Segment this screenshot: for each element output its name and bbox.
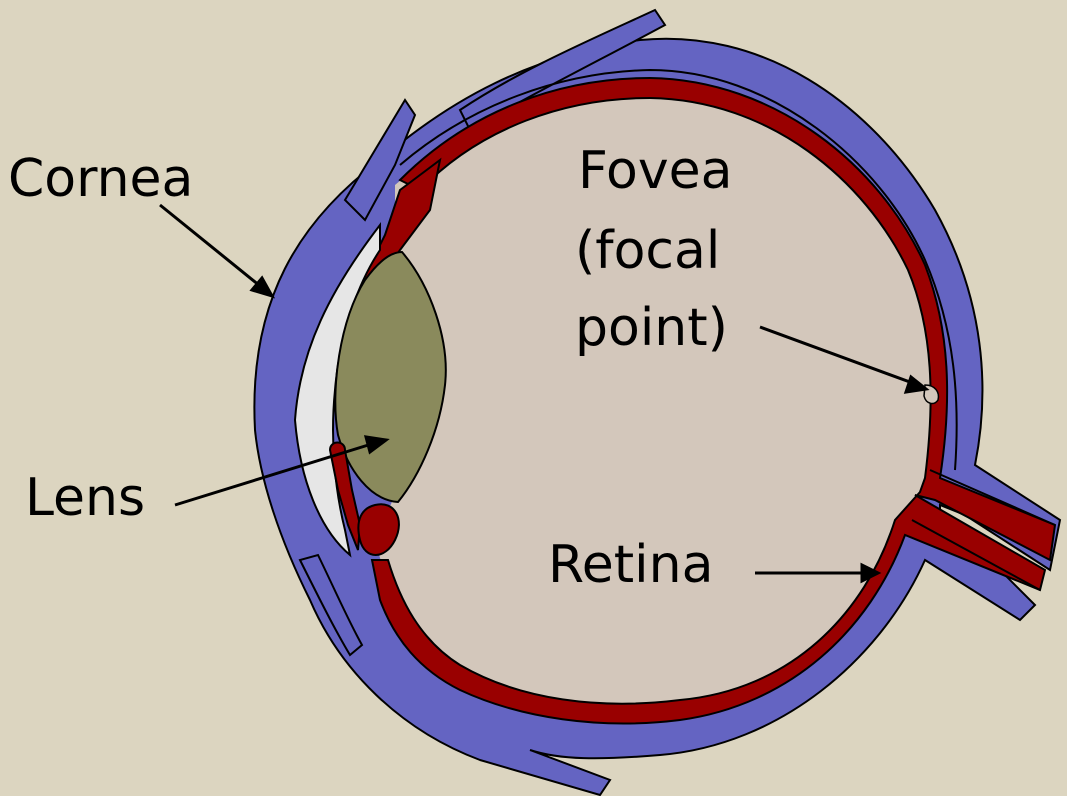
fovea-label-line3: point) [575, 298, 728, 358]
cornea-label: Cornea [8, 149, 193, 209]
lens-label: Lens [25, 468, 145, 528]
fovea-label-line1: Fovea [578, 141, 733, 201]
retina-label: Retina [548, 535, 713, 595]
fovea-label-line2: (focal [575, 221, 720, 281]
